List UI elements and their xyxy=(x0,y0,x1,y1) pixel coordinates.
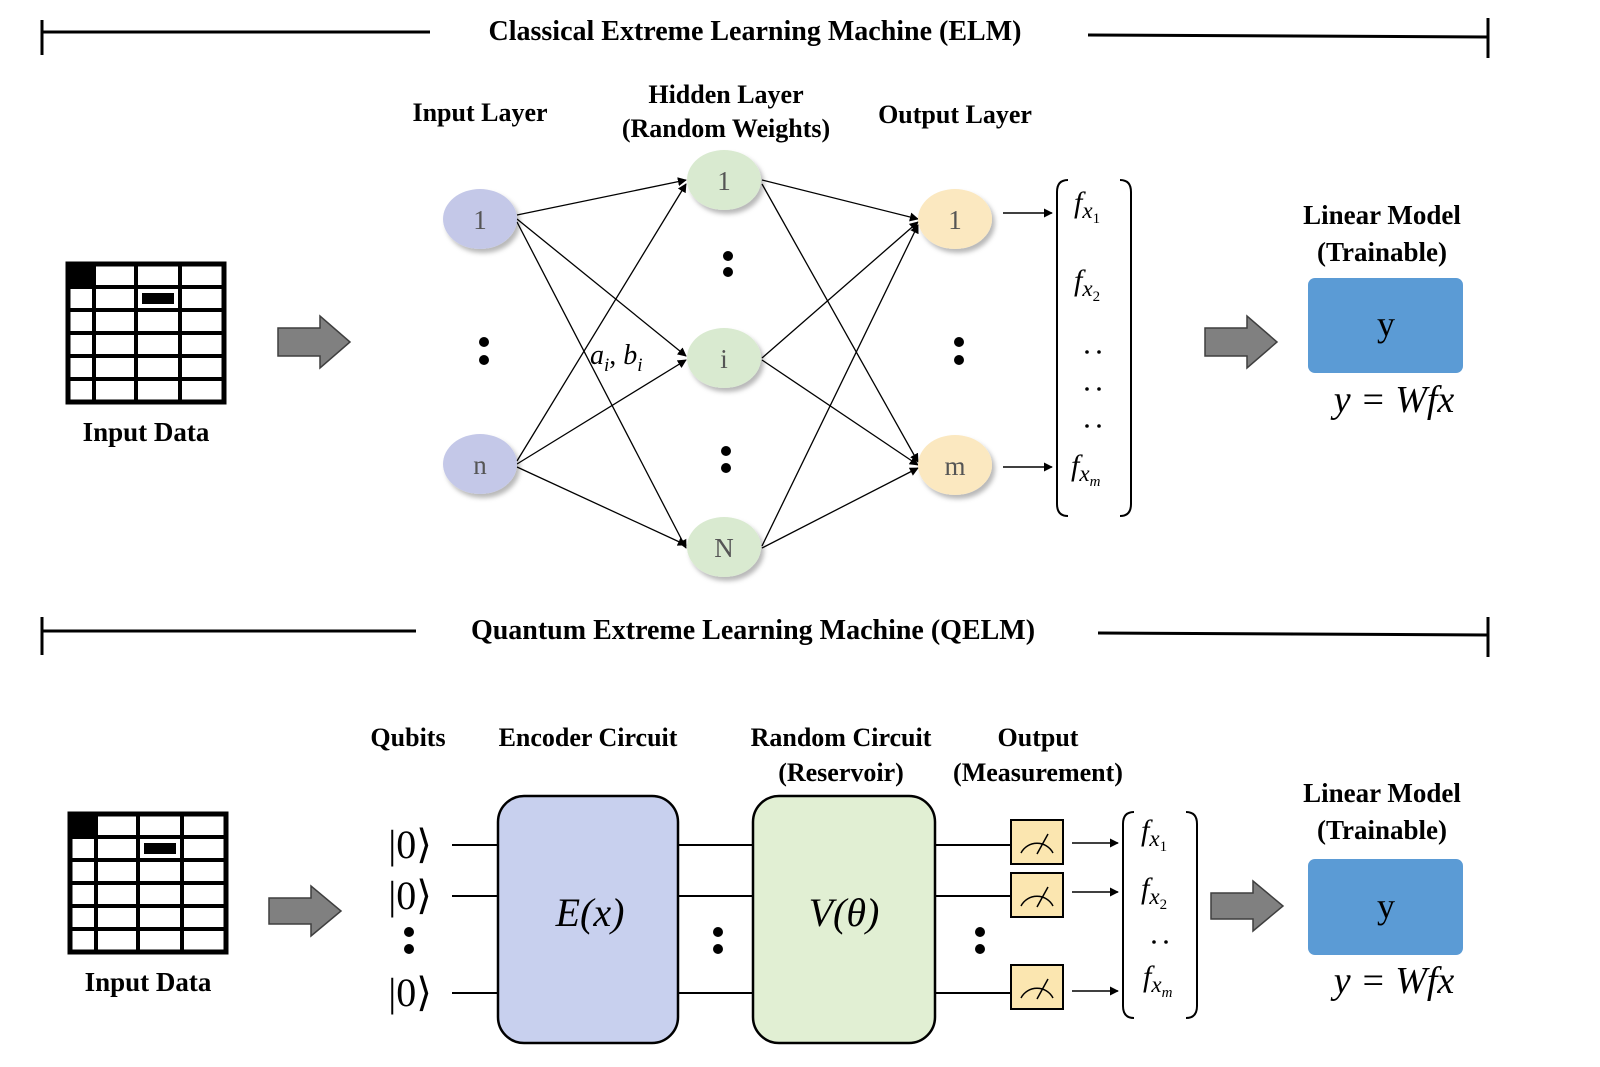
elm-input-layer-label: Input Layer xyxy=(412,98,547,127)
qelm-random-label-line1: Random Circuit xyxy=(751,723,932,752)
elm-feature-ellipsis xyxy=(1085,350,1101,428)
qelm-random-gate-label: V(θ) xyxy=(809,890,880,935)
qelm-encoder-label: Encoder Circuit xyxy=(499,723,678,752)
elm-hidden-ellipsis-upper xyxy=(723,251,733,277)
qelm-random-circuit: V(θ) xyxy=(751,794,937,1045)
svg-text:i: i xyxy=(720,344,728,374)
qelm-linear-model-label: Linear Model xyxy=(1303,778,1461,808)
qelm-feature-f1: fx1 xyxy=(1141,814,1167,855)
svg-text:1: 1 xyxy=(948,205,962,235)
qelm-measurement-meter-icon xyxy=(1010,964,1064,1010)
qelm-feature-arrows xyxy=(1072,838,1119,996)
qelm-qubits-label: Qubits xyxy=(370,723,445,752)
qelm-random-label-line2: (Reservoir) xyxy=(778,758,904,787)
qelm-feature-fm: fxm xyxy=(1143,960,1173,1001)
qelm-feature-f2: fx2 xyxy=(1141,872,1167,913)
elm-equation: y = Wfx xyxy=(1330,379,1455,421)
elm-input-node-n: n xyxy=(443,434,517,494)
qelm-qubit-ellipsis xyxy=(404,927,414,954)
elm-hidden-node-N: N xyxy=(687,517,761,577)
qelm-input-data-label: Input Data xyxy=(85,967,212,997)
qelm-post-ellipsis xyxy=(975,927,985,954)
elm-linear-model-box xyxy=(1308,278,1463,373)
elm-feature-fm: fxm xyxy=(1071,449,1101,490)
qelm-qubit-state-3: |0⟩ xyxy=(388,970,432,1015)
elm-hidden-layer-label-line2: (Random Weights) xyxy=(622,114,830,143)
qelm-linear-model-box xyxy=(1308,859,1463,955)
qelm-encoder-gate-label: E(x) xyxy=(555,890,625,935)
elm-input-data-label: Input Data xyxy=(83,417,210,447)
qelm-output-symbol: y xyxy=(1377,886,1395,926)
qelm-data-table-icon xyxy=(70,814,226,952)
elm-linear-model-label: Linear Model xyxy=(1303,200,1461,230)
qelm-section: Quantum Extreme Learning Machine (QELM) … xyxy=(40,615,1490,1045)
svg-text:m: m xyxy=(944,451,965,481)
elm-input-ellipsis xyxy=(479,337,489,365)
qelm-measurement-meter-icon xyxy=(1010,819,1064,865)
qelm-title-bar: Quantum Extreme Learning Machine (QELM) xyxy=(40,615,1490,657)
elm-linear-model-sublabel: (Trainable) xyxy=(1317,237,1447,267)
elm-feature-f1: fx1 xyxy=(1074,186,1100,227)
qelm-qubit-state-1: |0⟩ xyxy=(388,822,432,867)
svg-text:1: 1 xyxy=(717,166,731,196)
elm-hidden-node-i: i xyxy=(687,328,761,388)
elm-hidden-ellipsis-lower xyxy=(721,446,731,473)
elm-linear-arrow xyxy=(1204,314,1279,370)
elm-title-bar: Classical Extreme Learning Machine (ELM) xyxy=(40,16,1490,58)
elm-output-node-1: 1 xyxy=(918,189,992,249)
qelm-measurement-meter-icon xyxy=(1010,872,1064,918)
elm-output-node-m: m xyxy=(918,435,992,495)
elm-feature-vector: fx1 fx2 fxm xyxy=(1056,179,1132,517)
qelm-section-title: Quantum Extreme Learning Machine (QELM) xyxy=(471,615,1035,646)
qelm-feature-vector: fx1 fx2 fxm xyxy=(1122,811,1198,1019)
elm-hidden-output-connections xyxy=(761,179,919,549)
svg-text:n: n xyxy=(473,450,487,480)
elm-hidden-layer-label-line1: Hidden Layer xyxy=(648,80,803,109)
elm-input-node-1: 1 xyxy=(443,189,517,249)
qelm-output-label-line2: (Measurement) xyxy=(953,758,1123,787)
qelm-mid-ellipsis xyxy=(713,927,723,954)
qelm-linear-arrow xyxy=(1210,879,1285,933)
qelm-output-label-line1: Output xyxy=(998,723,1079,752)
qelm-qubit-state-2: |0⟩ xyxy=(388,873,432,918)
elm-input-arrow xyxy=(277,314,352,370)
qelm-feature-ellipsis xyxy=(1152,940,1168,944)
qelm-linear-model-sublabel: (Trainable) xyxy=(1317,815,1447,845)
qelm-equation: y = Wfx xyxy=(1330,960,1455,1002)
elm-feature-f2: fx2 xyxy=(1074,264,1100,305)
elm-data-table-icon xyxy=(68,264,224,402)
elm-section: Classical Extreme Learning Machine (ELM)… xyxy=(40,16,1490,577)
qelm-encoder-circuit: E(x) xyxy=(496,794,680,1045)
elm-section-title: Classical Extreme Learning Machine (ELM) xyxy=(489,16,1022,47)
qelm-input-arrow xyxy=(268,884,343,938)
elm-weights-label: ai, bi xyxy=(590,340,643,376)
svg-text:N: N xyxy=(714,533,734,563)
elm-input-hidden-connections xyxy=(516,177,687,549)
elm-output-symbol: y xyxy=(1377,304,1395,344)
elm-output-ellipsis xyxy=(954,337,964,365)
elm-hidden-node-1: 1 xyxy=(687,150,761,210)
svg-text:1: 1 xyxy=(473,205,487,235)
elm-output-layer-label: Output Layer xyxy=(878,100,1032,129)
